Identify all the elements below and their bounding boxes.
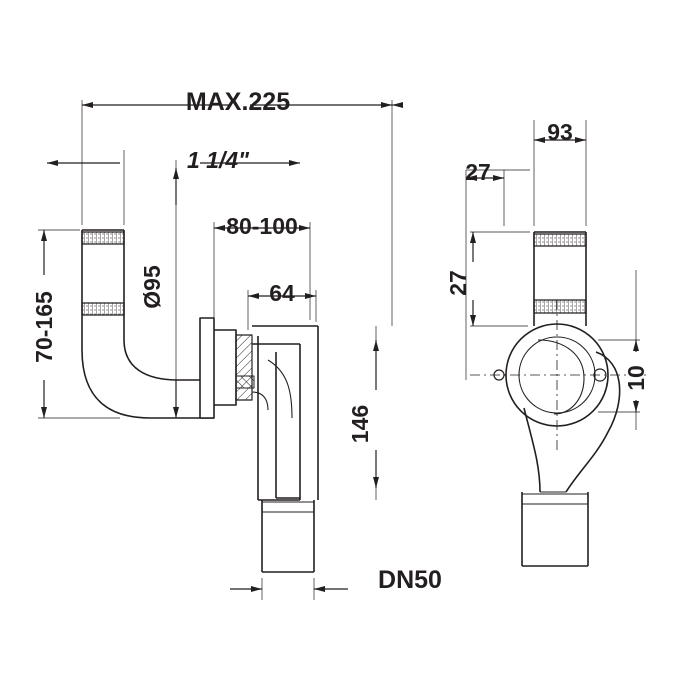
extension-lines [38, 100, 640, 600]
dim-height-range: 70-165 [31, 291, 57, 363]
dim-max-width: MAX.225 [186, 88, 290, 116]
dimension-arrows [41, 102, 639, 592]
dim-width-93: 93 [547, 119, 573, 145]
center-lines [470, 300, 648, 452]
dimension-labels: MAX.225 1 1/4" 80-100 Ø95 70-165 64 146 … [31, 88, 649, 594]
dim-thread-size: 1 1/4" [187, 147, 250, 173]
dim-offset-27-top: 27 [445, 270, 471, 296]
dim-outlet-size: DN50 [378, 566, 442, 594]
dim-offset-27-left: 27 [465, 159, 491, 185]
dim-diameter-95: Ø95 [139, 265, 165, 309]
dim-offset-range: 80-100 [226, 213, 298, 239]
dim-offset-10: 10 [623, 365, 649, 391]
dim-length-64: 64 [269, 280, 295, 306]
dim-height-146: 146 [347, 405, 373, 443]
left-view-geometry [81, 229, 319, 573]
right-view-geometry [493, 231, 621, 567]
